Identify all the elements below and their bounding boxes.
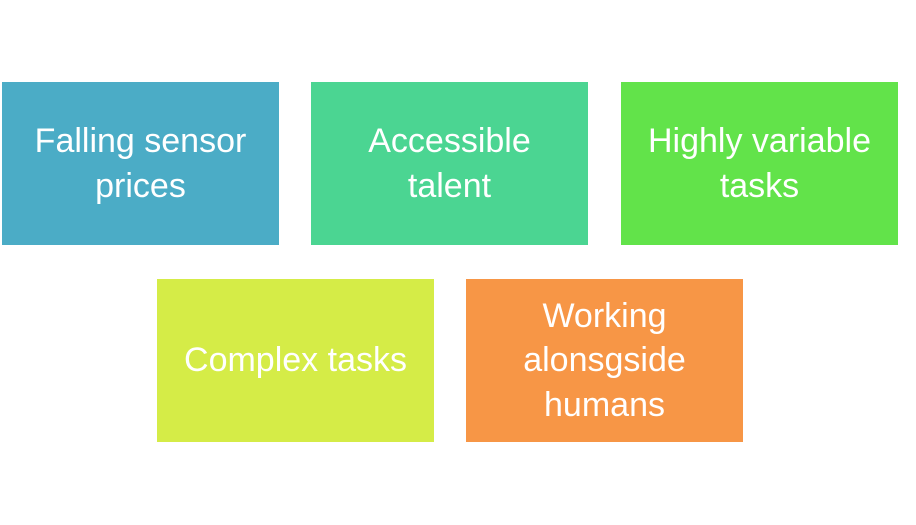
box-label: Complex tasks: [184, 338, 407, 382]
box-label: Highly variable tasks: [648, 119, 871, 207]
box-label-line: humans: [544, 385, 665, 424]
box-label-line: Complex tasks: [184, 341, 407, 380]
box-falling-sensor-prices: Falling sensor prices: [2, 82, 279, 245]
box-working-alongside-humans: Working alonsgside humans: [466, 279, 743, 442]
box-label-line: talent: [407, 166, 492, 205]
box-label: Working alonsgside humans: [523, 294, 686, 427]
box-label-line: alonsgside: [523, 341, 686, 380]
box-label: Falling sensor prices: [35, 119, 247, 207]
box-highly-variable-tasks: Highly variable tasks: [621, 82, 898, 245]
box-label-line: tasks: [719, 166, 800, 205]
box-label-line: Accessible: [368, 122, 531, 161]
box-label: Accessible talent: [368, 119, 531, 207]
box-label-line: Falling sensor: [34, 122, 247, 161]
box-label-line: Working: [542, 297, 667, 336]
box-label-line: prices: [95, 166, 186, 205]
box-label-line: Highly variable: [648, 122, 871, 161]
box-complex-tasks: Complex tasks: [157, 279, 434, 442]
box-accessible-talent: Accessible talent: [311, 82, 588, 245]
